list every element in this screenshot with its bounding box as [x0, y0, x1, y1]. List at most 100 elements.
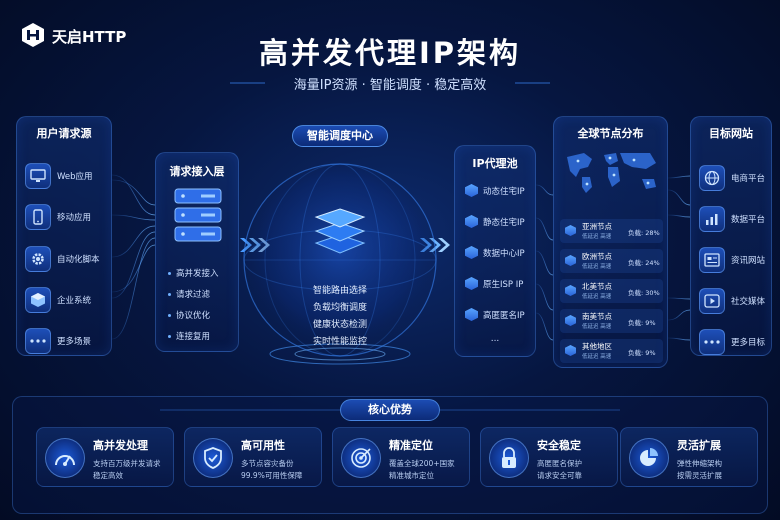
- proxy-pool-item[interactable]: 原生ISP IP: [483, 280, 524, 290]
- user-source-label: 更多场景: [57, 337, 92, 347]
- advantage-desc: 多节点容灾备份: [241, 459, 294, 468]
- user-sources-title: 用户请求源: [36, 127, 92, 140]
- access-layer-item: 请求过滤: [176, 290, 211, 300]
- proxy-pool-title: IP代理池: [472, 157, 518, 170]
- brand-logo-icon: [22, 23, 44, 47]
- lock-icon: [489, 438, 529, 478]
- advantage-card: 高并发处理 支持百万级并发请求 稳定高效: [36, 427, 174, 487]
- advantage-desc: 弹性伸缩架构: [677, 459, 722, 468]
- advantage-desc: 按需灵活扩展: [677, 471, 722, 480]
- access-layer-title: 请求接入层: [169, 165, 225, 178]
- advantage-desc: 支持百万级并发请求: [93, 459, 161, 468]
- advantages-title-pill: 核心优势: [340, 399, 440, 421]
- advantage-title: 安全稳定: [537, 439, 581, 452]
- node-region-name: 其他地区: [582, 342, 612, 351]
- pie-icon: [629, 438, 669, 478]
- proxy-pool-item[interactable]: 静态住宅IP: [483, 218, 525, 228]
- advantage-card: 灵活扩展 弹性伸缩架构 按需灵活扩展: [620, 427, 758, 487]
- node-region-sub: 低延迟 高速: [582, 234, 612, 240]
- node-region-load: 负载: 30%: [628, 289, 660, 297]
- scheduler-title: 智能调度中心: [307, 129, 373, 142]
- node-region-sub: 低延迟 高速: [582, 324, 612, 330]
- user-source-web[interactable]: Web应用: [25, 161, 109, 191]
- target-data-platform[interactable]: 数据平台: [699, 204, 773, 234]
- advantage-desc: 精准城市定位: [389, 471, 434, 480]
- scheduler-item: 实时性能监控: [312, 337, 367, 347]
- news-icon: [699, 247, 725, 273]
- target-label: 资讯网站: [731, 256, 766, 266]
- user-source-more[interactable]: 更多场景: [25, 326, 109, 356]
- play-icon: [699, 288, 725, 314]
- target-ecommerce[interactable]: 电商平台: [699, 163, 773, 193]
- node-region-name: 欧洲节点: [582, 252, 612, 261]
- gear-icon: [25, 246, 51, 272]
- monitor-icon: [25, 163, 51, 189]
- brand-logo[interactable]: 天启HTTP: [20, 22, 160, 48]
- hex-icon: [565, 225, 576, 236]
- advantages-title: 核心优势: [368, 403, 412, 416]
- targets-panel: 目标网站 电商平台 数据平台 资讯网站 社交媒体 更多目标: [690, 116, 772, 356]
- advantage-title: 高并发处理: [93, 439, 148, 452]
- access-layer-item: 连接复用: [176, 332, 211, 342]
- advantage-title: 灵活扩展: [677, 439, 721, 452]
- page-title: 高并发代理IP架构: [258, 36, 522, 70]
- target-label: 社交媒体: [731, 297, 766, 307]
- node-region-row[interactable]: 南美节点 低延迟 高速 负载: 9%: [560, 309, 663, 333]
- proxy-pool-panel: IP代理池 动态住宅IP 静态住宅IP 数据中心IP 原生ISP IP 高匿匿名…: [454, 145, 536, 357]
- chart-icon: [699, 206, 725, 232]
- node-region-row[interactable]: 亚洲节点 低延迟 高速 负载: 28%: [560, 219, 663, 243]
- advantage-title: 精准定位: [389, 439, 433, 452]
- user-sources-panel: 用户请求源 Web应用 移动应用 自动化脚本 企业系统 更多场景: [16, 116, 112, 356]
- node-region-load: 负载: 28%: [628, 229, 660, 237]
- node-region-sub: 低延迟 高速: [582, 294, 612, 300]
- targets-title: 目标网站: [709, 127, 753, 140]
- globe-icon: [699, 165, 725, 191]
- scheduler-item: 智能路由选择: [312, 286, 367, 296]
- target-social[interactable]: 社交媒体: [699, 286, 773, 316]
- access-layer-item: 协议优化: [176, 311, 211, 321]
- user-source-mobile[interactable]: 移动应用: [25, 202, 109, 232]
- proxy-pool-item[interactable]: 高匿匿名IP: [483, 311, 525, 321]
- advantage-title: 高可用性: [241, 439, 285, 452]
- advantage-desc: 请求安全可靠: [537, 471, 582, 480]
- more-icon: [699, 329, 725, 355]
- scheduler-item: 健康状态检测: [312, 320, 367, 330]
- node-region-row[interactable]: 欧洲节点 低延迟 高速 负载: 24%: [560, 249, 663, 273]
- node-region-row[interactable]: 北美节点 低延迟 高速 负载: 30%: [560, 279, 663, 303]
- user-source-script[interactable]: 自动化脚本: [25, 244, 109, 274]
- brand-name: 天启HTTP: [52, 28, 127, 46]
- globe-graphic: [243, 163, 437, 365]
- advantage-card: 安全稳定 高匿匿名保护 请求安全可靠: [480, 427, 618, 487]
- proxy-pool-item[interactable]: 数据中心IP: [483, 249, 525, 259]
- advantage-desc: 高匿匿名保护: [537, 459, 582, 468]
- user-source-label: 移动应用: [57, 213, 92, 223]
- target-label: 更多目标: [731, 338, 766, 348]
- advantage-desc: 稳定高效: [93, 471, 123, 480]
- target-news[interactable]: 资讯网站: [699, 245, 773, 275]
- server-stack-icon: [174, 188, 222, 242]
- node-region-name: 南美节点: [582, 312, 612, 321]
- node-region-load: 负载: 9%: [628, 349, 656, 357]
- hex-icon: [465, 277, 478, 290]
- hex-icon: [465, 184, 478, 197]
- scheduler-item: 负载均衡调度: [312, 303, 367, 313]
- layers-icon: [314, 208, 366, 254]
- proxy-pool-more: ...: [490, 334, 500, 344]
- more-icon: [25, 328, 51, 354]
- advantage-card: 精准定位 覆盖全球200+国家 精准城市定位: [332, 427, 470, 487]
- hex-icon: [465, 246, 478, 259]
- hex-icon: [565, 315, 576, 326]
- phone-icon: [25, 204, 51, 230]
- world-map-graphic: [567, 153, 656, 193]
- node-region-sub: 低延迟 高速: [582, 354, 612, 360]
- node-region-row[interactable]: 其他地区 低延迟 高速 负载: 9%: [560, 339, 663, 363]
- target-more[interactable]: 更多目标: [699, 327, 773, 357]
- scheduler-title-pill: 智能调度中心: [292, 125, 388, 147]
- hex-icon: [565, 255, 576, 266]
- hex-icon: [465, 308, 478, 321]
- proxy-pool-item[interactable]: 动态住宅IP: [483, 187, 525, 197]
- user-source-enterprise[interactable]: 企业系统: [25, 285, 109, 315]
- advantage-desc: 覆盖全球200+国家: [389, 459, 455, 468]
- global-nodes-panel: 全球节点分布 亚洲节点 低延迟 高速 负载: 28% 欧洲节点 低延迟 高速 负…: [553, 116, 668, 368]
